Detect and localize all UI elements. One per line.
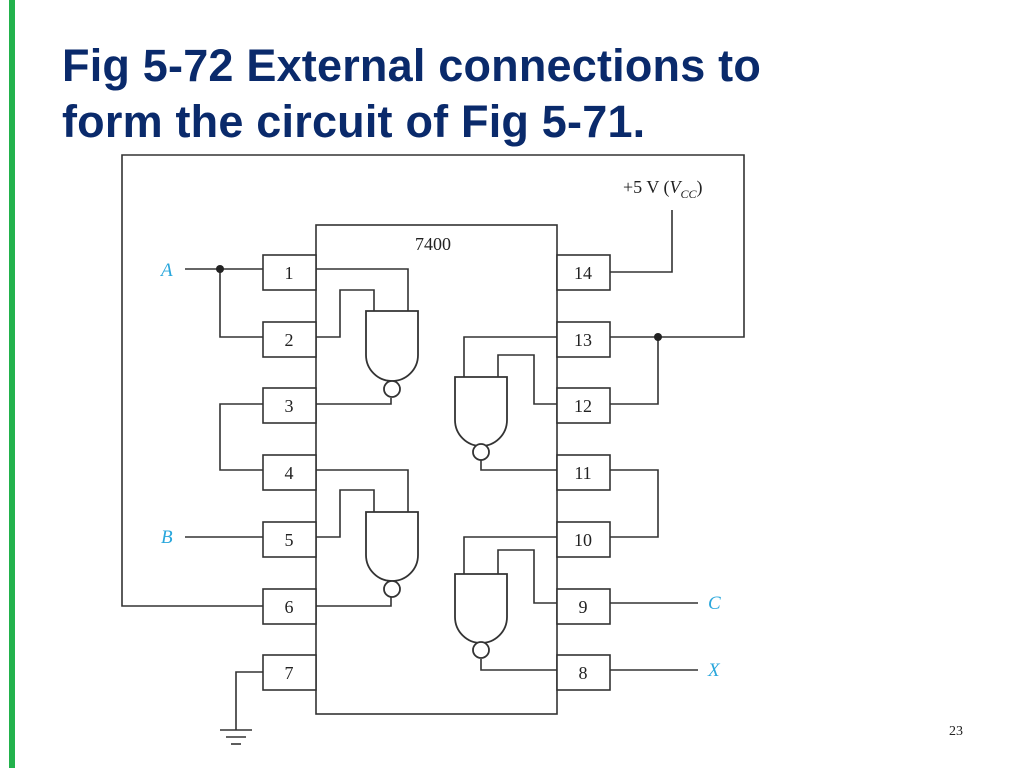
input-b-label: B <box>161 527 173 548</box>
pin-1-label: 1 <box>285 263 294 283</box>
gate3-wiring <box>463 336 557 471</box>
nand-gate-icon <box>365 310 419 398</box>
pin-6-label: 6 <box>285 597 294 617</box>
pin1-pin2-tie <box>219 269 263 338</box>
pin-11-label: 11 <box>574 463 591 483</box>
nand-gate-icon <box>365 511 419 598</box>
pin-14: 14 <box>556 254 611 291</box>
pin-5-label: 5 <box>285 530 294 550</box>
gate1-wiring <box>316 268 409 405</box>
nand-gate-icon <box>454 573 508 659</box>
pin-13: 13 <box>556 321 611 358</box>
pin-8: 8 <box>556 654 611 691</box>
ground-icon <box>220 729 252 745</box>
pin-3: 3 <box>262 387 317 424</box>
pin-2-label: 2 <box>285 330 294 350</box>
title-line-1: Fig 5-72 External connections to <box>62 40 762 91</box>
pin-12-label: 12 <box>574 396 592 416</box>
feedback-frame-wire <box>121 154 745 607</box>
chip-label: 7400 <box>415 234 451 254</box>
pin-9: 9 <box>556 588 611 625</box>
vcc-label: +5 V (VCC) <box>623 177 703 201</box>
output-c-label: C <box>708 593 721 614</box>
vcc-close: ) <box>697 177 703 198</box>
pin-4-label: 4 <box>285 463 294 483</box>
vcc-wire <box>610 210 673 273</box>
pin12-pin13-tie <box>610 337 659 405</box>
pin-6: 6 <box>262 588 317 625</box>
output-x-label: X <box>707 660 721 681</box>
pin-14-label: 14 <box>574 263 592 283</box>
pin-7: 7 <box>262 654 317 691</box>
gate4-wiring <box>463 536 557 671</box>
accent-bar <box>9 0 15 768</box>
pin-1: 1 <box>262 254 317 291</box>
pin-3-label: 3 <box>285 396 294 416</box>
pin-11: 11 <box>556 454 611 491</box>
slide-title: Fig 5-72 External connections to form th… <box>62 38 962 150</box>
gate2-wiring <box>316 469 409 607</box>
page-number: 23 <box>949 724 963 739</box>
pin-8-label: 8 <box>579 663 588 683</box>
pin-2: 2 <box>262 321 317 358</box>
pin-4: 4 <box>262 454 317 491</box>
junction-dot-icon <box>216 265 224 273</box>
ground-wire <box>235 671 263 730</box>
vcc-prefix: +5 V ( <box>623 177 670 198</box>
input-a-label: A <box>159 260 173 281</box>
pin-13-label: 13 <box>574 330 592 350</box>
title-line-2: form the circuit of Fig 5-71. <box>62 96 646 147</box>
pin-12: 12 <box>556 387 611 424</box>
pin-9-label: 9 <box>579 597 588 617</box>
pin10-pin11-tie <box>610 469 659 538</box>
pin-10-label: 10 <box>574 530 592 550</box>
pin-10: 10 <box>556 521 611 558</box>
pin-7-label: 7 <box>285 663 294 683</box>
nand-gate-icon <box>454 376 508 461</box>
junction-dot-icon <box>654 333 662 341</box>
vcc-symbol: V <box>670 177 683 197</box>
vcc-subscript: CC <box>681 187 698 201</box>
pin3-pin4-tie <box>219 403 263 471</box>
pin-5: 5 <box>262 521 317 558</box>
